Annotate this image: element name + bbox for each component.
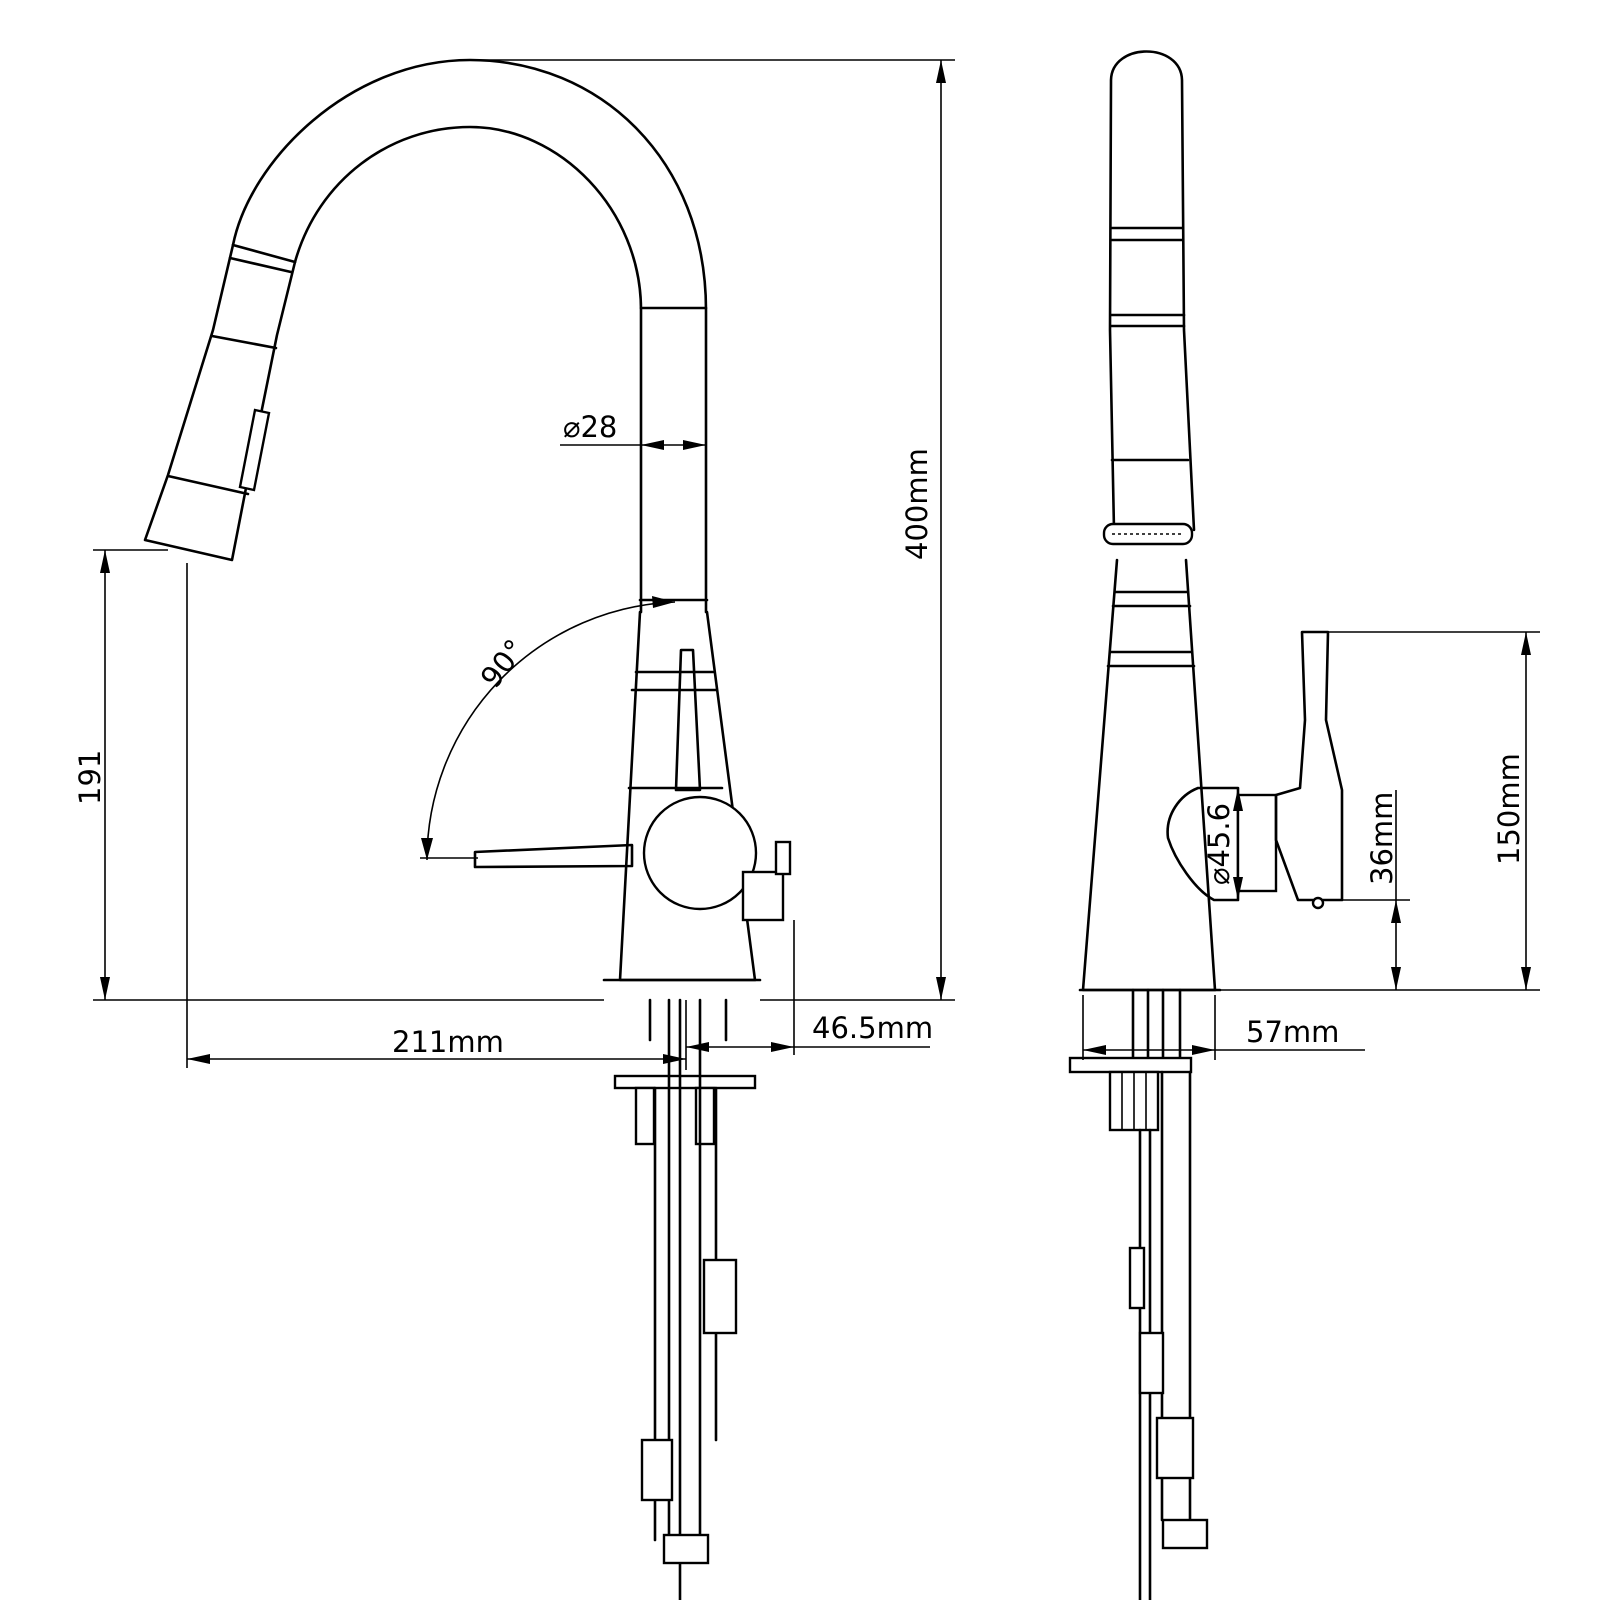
side-body (1081, 558, 1217, 992)
faucet-body (618, 610, 757, 982)
label-spout-diameter: ⌀28 (563, 410, 617, 444)
spout-outer-arc (231, 58, 708, 614)
hose-connector-1 (702, 1258, 738, 1335)
lever-hub (642, 795, 758, 911)
hose-connector-2 (640, 1438, 674, 1502)
spray-ring-3 (210, 334, 278, 350)
dim-base-width: 57mm (1082, 995, 1365, 1060)
lever-horizontal (473, 843, 634, 869)
side-knob-stem (774, 840, 792, 876)
dim-spout-clearance: 191 (73, 549, 604, 1001)
dim-spout-reach: 211mm (186, 563, 687, 1070)
side-hose-weight (1161, 1518, 1209, 1550)
side-connector-3 (1155, 1416, 1195, 1480)
dim-lever-rotation: 90° (420, 596, 676, 861)
spray-ring-1 (231, 243, 297, 264)
side-view: ⌀45.6 36mm 150mm 57mm (1068, 50, 1540, 1600)
label-base-width: 57mm (1246, 1015, 1339, 1049)
label-spout-reach: 211mm (392, 1025, 504, 1059)
side-knob (741, 870, 785, 922)
spray-button-icon (238, 408, 271, 492)
spray-head (143, 243, 297, 562)
mounting-plate (613, 1074, 757, 1090)
dim-front-height: 400mm (470, 59, 955, 1001)
label-spout-clearance: 191 (73, 750, 107, 805)
side-cartridge (1166, 786, 1240, 902)
label-lever-offset: 46.5mm (812, 1011, 933, 1045)
side-connector-1 (1128, 1246, 1146, 1310)
label-lever-rotation: 90° (474, 633, 532, 694)
side-under-sink (1068, 988, 1209, 1600)
front-view: ⌀28 90° 400mm 191 (73, 58, 955, 1600)
side-spout (1108, 50, 1196, 532)
dim-side-height: 150mm (1220, 631, 1540, 991)
label-lever-block: 36mm (1365, 792, 1399, 885)
lever-vertical (674, 648, 702, 792)
dim-lever-block: 36mm (1342, 790, 1410, 990)
front-under-sink (613, 998, 757, 1600)
spout-inner-arc (293, 125, 643, 614)
dim-body-diameter: ⌀45.6 (1202, 788, 1243, 900)
dim-spout-diameter: ⌀28 (560, 410, 706, 450)
side-connector-2 (1138, 1331, 1165, 1395)
spray-ring-2 (228, 256, 293, 274)
label-front-height: 400mm (900, 448, 934, 560)
label-side-height: 150mm (1492, 753, 1526, 865)
side-mounting-plate (1068, 1056, 1193, 1074)
side-lever (1274, 630, 1344, 902)
dim-lever-offset: 46.5mm (686, 920, 933, 1055)
hose-weight (662, 1533, 710, 1565)
label-body-diameter: ⌀45.6 (1202, 803, 1236, 885)
spray-ring-4 (166, 474, 250, 496)
